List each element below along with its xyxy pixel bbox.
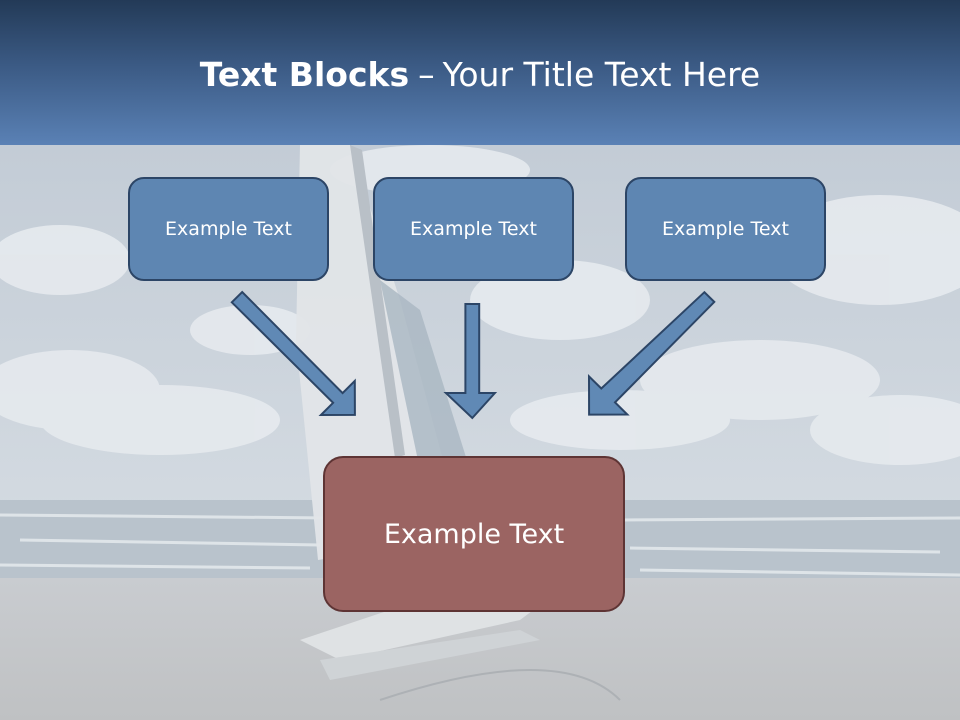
arrow-left — [230, 290, 356, 417]
title-bar — [0, 0, 960, 145]
title-bold-part: Text Blocks — [199, 55, 410, 94]
slide-title: Text Blocks–Your Title Text Here — [0, 52, 960, 98]
title-rest-part: Your Title Text Here — [442, 55, 761, 94]
center-text-block[interactable]: Example Text — [323, 456, 625, 612]
center-text-block-label: Example Text — [383, 518, 565, 550]
text-block-2-label: Example Text — [410, 218, 537, 240]
text-block-3-label: Example Text — [662, 218, 789, 240]
arrow-middle — [443, 303, 498, 420]
text-block-3[interactable]: Example Text — [625, 177, 826, 281]
title-separator: – — [418, 55, 435, 94]
arrow-right — [587, 290, 716, 416]
text-block-1-label: Example Text — [165, 218, 292, 240]
text-block-1[interactable]: Example Text — [128, 177, 329, 281]
text-block-2[interactable]: Example Text — [373, 177, 574, 281]
